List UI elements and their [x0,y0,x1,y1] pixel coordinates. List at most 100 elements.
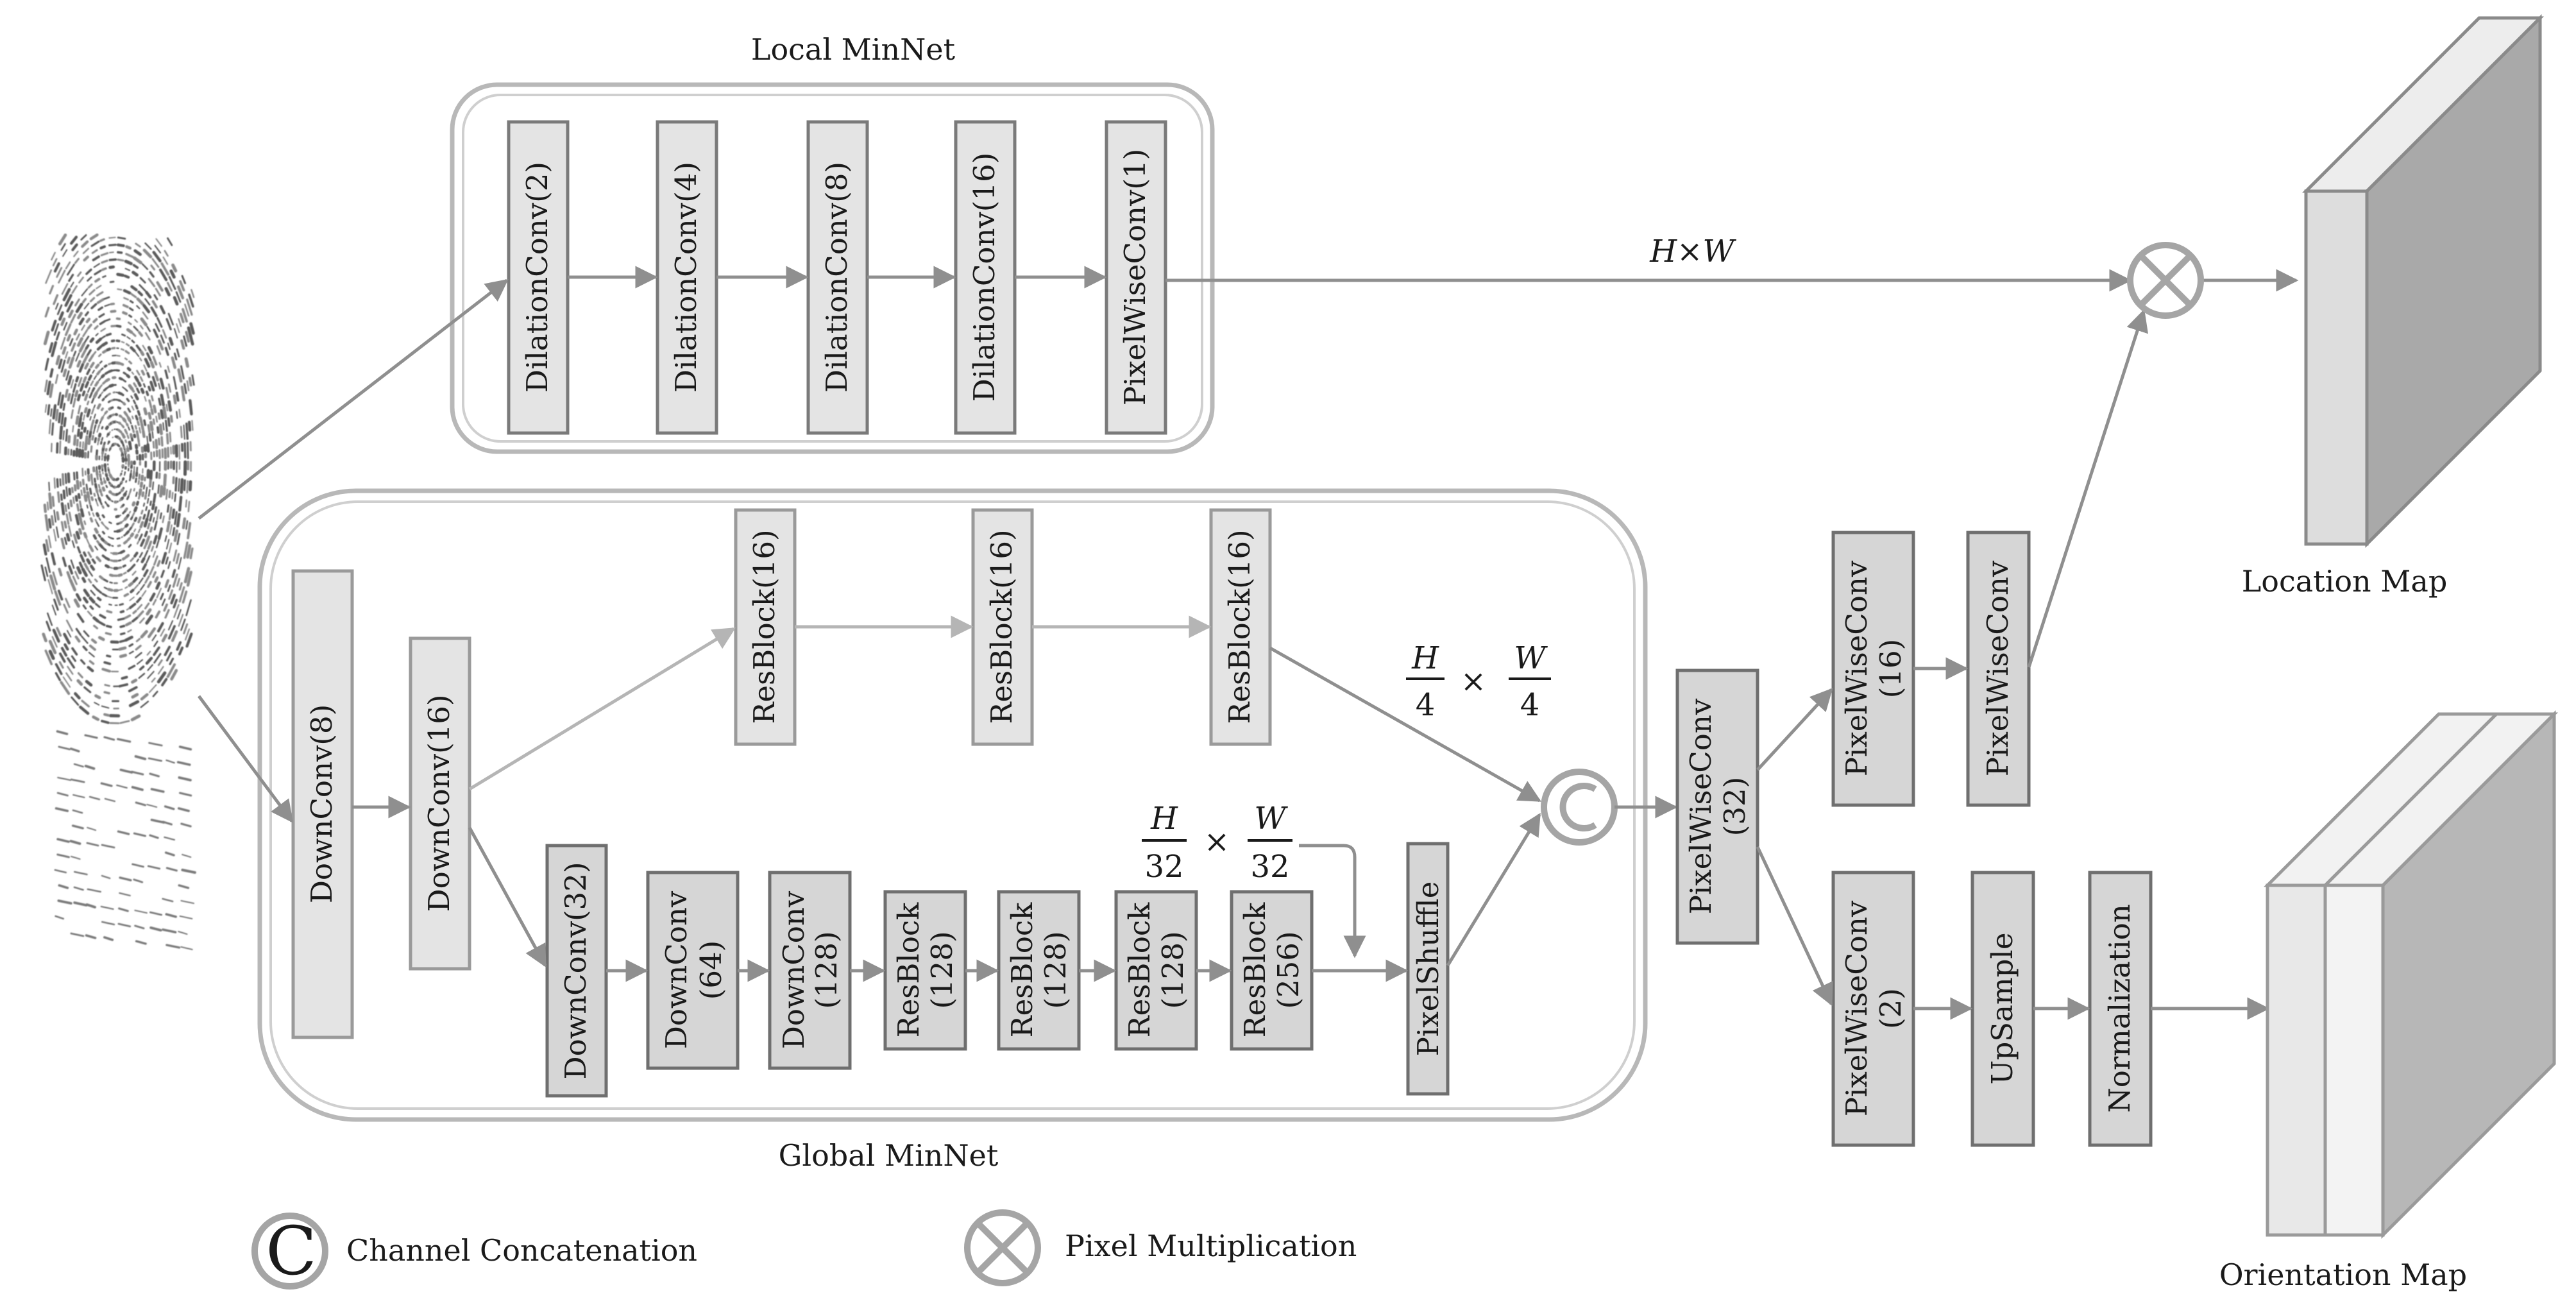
multiply-symbol [2127,242,2204,319]
fingerprint-ridge [186,380,190,391]
fingerprint-ridge [76,613,85,623]
fingerprint-ridge [139,376,144,382]
fingerprint-ridge [66,630,72,638]
fingerprint-ridge [60,538,65,550]
fingerprint-ridge [58,359,63,370]
fingerprint-ridge [95,486,99,493]
fingerprint-ridge [74,495,78,502]
fingerprint-ridge [53,529,57,541]
fingerprint-ridge [97,492,99,497]
fingerprint-ridge [178,613,184,627]
fingerprint-ridge [96,474,99,481]
fingerprint-ridge [140,701,149,708]
fingerprint-ridge [156,281,164,292]
fingerprint-ridge [180,339,185,350]
local-block-dilationconv-16: DilationConv(16) [954,120,1017,435]
fingerprint-ridge [178,930,188,935]
fingerprint-ridge [105,332,112,337]
fingerprint-ridge [88,651,95,658]
fingerprint-ridge [57,491,60,503]
fingerprint-ridge [96,403,101,410]
fingerprint-ridge [120,348,125,351]
fingerprint-ridge [187,522,192,540]
fingerprint-ridge [153,328,159,338]
fingerprint-ridge [150,395,154,402]
fingerprint-ridge [65,261,71,269]
fingerprint-ridge [137,420,140,426]
fingerprint-ridge [148,479,152,488]
fingerprint-ridge [59,394,65,409]
fingerprint-ridge [85,268,92,275]
fingerprint-ridge [134,533,139,539]
fingerprint-ridge [182,853,192,858]
fingerprint-ridge [60,317,66,327]
fingerprint-ridge [101,398,105,402]
fingerprint-ridge [126,445,128,448]
fingerprint-ridge [135,414,139,421]
fingerprint-ridge [171,630,178,642]
fingerprint-ridge [148,684,157,694]
fingerprint-ridge [88,511,91,516]
fingerprint-ridge [133,399,137,405]
fingerprint-ridge [126,398,130,402]
fingerprint-ridge [119,514,122,516]
fingerprint-ridge [71,540,76,549]
fingerprint-ridge [123,296,130,301]
fingerprint-ridge [128,384,134,391]
fingerprint-ridge [127,629,132,633]
fingerprint-ridge [165,432,169,445]
fingerprint-ridge [138,533,143,541]
fingerprint-ridge [62,402,66,411]
fingerprint-ridge [149,420,154,432]
fingerprint-ridge [131,678,138,684]
fingerprint-ridge [142,311,149,320]
fingerprint-ridge [124,268,131,271]
fingerprint-ridge [101,874,111,880]
fingerprint-ridge [145,506,148,511]
fingerprint-ridge [125,245,132,250]
fingerprint-ridge [125,253,134,259]
fingerprint-ridge [176,532,181,545]
fingerprint-ridge [84,362,89,370]
fingerprint-ridge [167,342,171,350]
fingerprint-ridge [147,346,153,355]
arrow [1756,688,1833,771]
fingerprint-ridge [40,564,46,582]
fingerprint-ridge [143,517,149,528]
fingerprint-ridge [67,375,72,386]
fingerprint-ridge [92,370,95,374]
local-block-label: DilationConv(16) [967,153,1001,402]
fingerprint-ridge [120,488,124,493]
fingerprint-ridge [56,838,70,843]
fingerprint-ridge [128,602,137,609]
fingerprint-ridge [74,871,88,876]
fingerprint-ridge [76,439,79,447]
block-resblock-128-a: ResBlock (128) [883,890,967,1051]
arrow [2027,309,2148,668]
fingerprint-ridge [87,610,93,617]
fingerprint-ridge [138,331,143,337]
svg-text:Normalization: Normalization [2103,904,2137,1112]
fingerprint-ridge [176,577,181,587]
fingerprint-ridge [131,786,144,791]
fingerprint-ridge [178,582,183,591]
fingerprint-ridge [162,821,173,826]
fingerprint-ridge [90,397,95,404]
fingerprint-ridge [134,755,147,760]
fingerprint-ridge [108,521,112,524]
fingerprint-ridge [99,320,106,325]
fingerprint-ridge [64,643,69,651]
fingerprint-ridge [56,442,59,454]
fingerprint-ridge [56,792,69,797]
fingerprint-ridge [78,317,85,326]
fingerprint-ridge [121,424,125,429]
fingerprint-ridge [135,352,140,357]
fingerprint-ridge [60,647,68,657]
fingerprint-ridge [70,559,75,569]
fingerprint-ridge [63,603,69,614]
fingerprint-ridge [124,388,128,392]
fingerprint-ridge [160,570,165,578]
svg-text:×: × [1461,663,1486,699]
fingerprint-ridge [153,294,158,301]
fingerprint-ridge [128,543,132,548]
